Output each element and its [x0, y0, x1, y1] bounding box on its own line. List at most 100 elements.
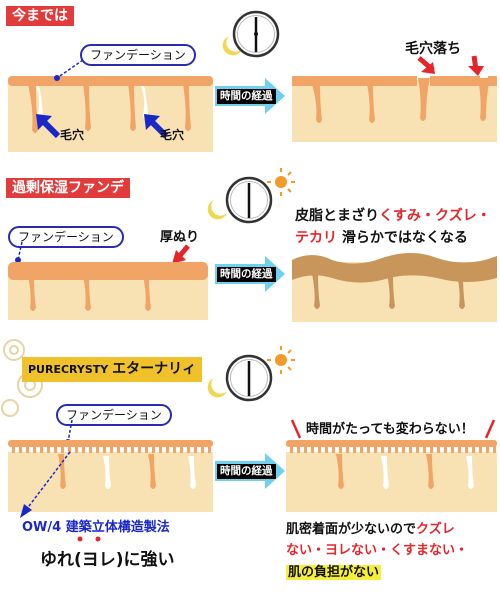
- skin-diagram-after-1: [292, 76, 497, 142]
- structure-tooth: [201, 445, 204, 453]
- structure-tooth: [68, 445, 71, 453]
- structure-tooth: [311, 445, 314, 453]
- structure-tooth: [304, 445, 307, 453]
- time-label-3: 時間の経過: [217, 464, 276, 479]
- pore-label-left: 毛穴: [60, 128, 85, 142]
- result-text-2-normal2: 滑らかではなくなる: [341, 230, 468, 246]
- time-label-1: 時間の経過: [217, 89, 276, 104]
- structure-tooth: [290, 445, 293, 453]
- structure-tooth: [395, 445, 398, 453]
- structure-tooth: [54, 445, 57, 453]
- foundation-callout-3: ファンデーション: [56, 404, 172, 426]
- structure-tooth: [33, 445, 36, 453]
- skin-diagram-before-2: [8, 262, 208, 320]
- result-text-2-red: くすみ・クズレ・: [379, 208, 491, 224]
- structure-tooth: [458, 445, 461, 453]
- structure-tooth: [61, 445, 64, 453]
- result-text-3-line3: 肌の負担がない: [286, 563, 382, 583]
- red-arrow-icon: [417, 56, 435, 74]
- structure-tooth: [423, 445, 426, 453]
- clock-icon: [232, 10, 280, 58]
- structure-tooth: [159, 445, 162, 453]
- structure-tooth: [416, 445, 419, 453]
- structure-tooth: [409, 445, 412, 453]
- pore-drop-label: 毛穴落ち: [405, 41, 461, 57]
- clock-group-1: [222, 10, 280, 58]
- structure-tooth: [388, 445, 391, 453]
- product-name: エターナリィ: [112, 361, 197, 377]
- structure-tooth: [124, 445, 127, 453]
- red-arrow-icon: [172, 244, 190, 264]
- foundation-callout-2: ファンデーション: [8, 226, 124, 248]
- structure-tooth: [180, 445, 183, 453]
- result-text-3-line2: ない・ヨレない・くすまない・: [286, 543, 469, 558]
- result-text-2-red2: テカリ: [295, 230, 337, 246]
- structure-tooth: [360, 445, 363, 453]
- skin-diagram-after-3: [286, 440, 497, 512]
- foundation-callout-1: ファンデーション: [80, 44, 196, 66]
- blue-arrow-icon: [36, 114, 61, 139]
- structure-tooth: [479, 445, 482, 453]
- unchanged-callout: 時間がたっても変わらない！: [306, 422, 474, 437]
- result-text-2-line1: 皮脂とまざりくすみ・クズレ・: [295, 206, 491, 226]
- structure-tooth: [103, 445, 106, 453]
- result-text-2-normal: 皮脂とまざり: [295, 208, 379, 224]
- leader-line-2: [15, 241, 23, 263]
- structure-tooth: [96, 445, 99, 453]
- structure-tooth: [26, 445, 29, 453]
- result-text-3-normal: 肌密着面が少ないので: [286, 522, 417, 537]
- result-text-2-line2: テカリ 滑らかではなくなる: [295, 228, 468, 248]
- leader-line-1: [54, 59, 84, 81]
- structure-tooth: [325, 445, 328, 453]
- structure-tooth: [472, 445, 475, 453]
- structure-tooth: [402, 445, 405, 453]
- section1-tag: 今までは: [6, 6, 74, 26]
- time-label-2: 時間の経過: [217, 267, 276, 282]
- structure-tooth: [166, 445, 169, 453]
- brand-name: PURECRYSTY: [28, 363, 109, 376]
- structure-tooth: [486, 445, 489, 453]
- structure-tooth: [194, 445, 197, 453]
- structure-label: OW/4 建築立体構造製法: [22, 520, 170, 535]
- clock-group-2: [207, 168, 295, 224]
- blue-arrow-icon: [144, 114, 169, 139]
- structure-tooth: [353, 445, 356, 453]
- structure-tooth: [437, 445, 440, 453]
- structure-tooth: [152, 445, 155, 453]
- callout-slash-left: [290, 419, 302, 439]
- pore-label-right: 毛穴: [160, 128, 185, 142]
- structure-tooth: [430, 445, 433, 453]
- result-text-3-highlight: 肌の負担がない: [286, 565, 382, 580]
- structure-tooth: [187, 445, 190, 453]
- structure-tooth: [381, 445, 384, 453]
- clock-icon: [225, 176, 273, 224]
- structure-tooth: [173, 445, 176, 453]
- structure-tooth: [332, 445, 335, 453]
- red-arrow-icon: [468, 55, 484, 76]
- structure-tooth: [451, 445, 454, 453]
- structure-tooth: [367, 445, 370, 453]
- clock-group-3: [207, 346, 295, 402]
- structure-tooth: [110, 445, 113, 453]
- structure-tooth: [40, 445, 43, 453]
- skin-diagram-after-2: [292, 253, 497, 322]
- callout-slash-right: [484, 419, 496, 439]
- structure-tooth: [12, 445, 15, 453]
- moon-icon: [207, 378, 227, 398]
- structure-tooth: [346, 445, 349, 453]
- skin-diagram-before-3: [8, 440, 213, 512]
- sun-icon: [267, 346, 295, 374]
- moon-icon: [207, 200, 227, 220]
- structure-tooth: [82, 445, 85, 453]
- sun-icon: [267, 168, 295, 196]
- section2-tag: 過剰保湿ファンデ: [6, 178, 130, 198]
- structure-tooth: [493, 445, 496, 453]
- structure-tooth: [75, 445, 78, 453]
- clock-icon: [225, 354, 273, 402]
- structure-arrow: [20, 451, 71, 518]
- structure-tooth: [145, 445, 148, 453]
- structure-tooth: [131, 445, 134, 453]
- emphasis-dots: [77, 536, 101, 542]
- structure-tooth: [374, 445, 377, 453]
- result-text-3-line1: 肌密着面が少ないのでクズレ: [286, 520, 455, 540]
